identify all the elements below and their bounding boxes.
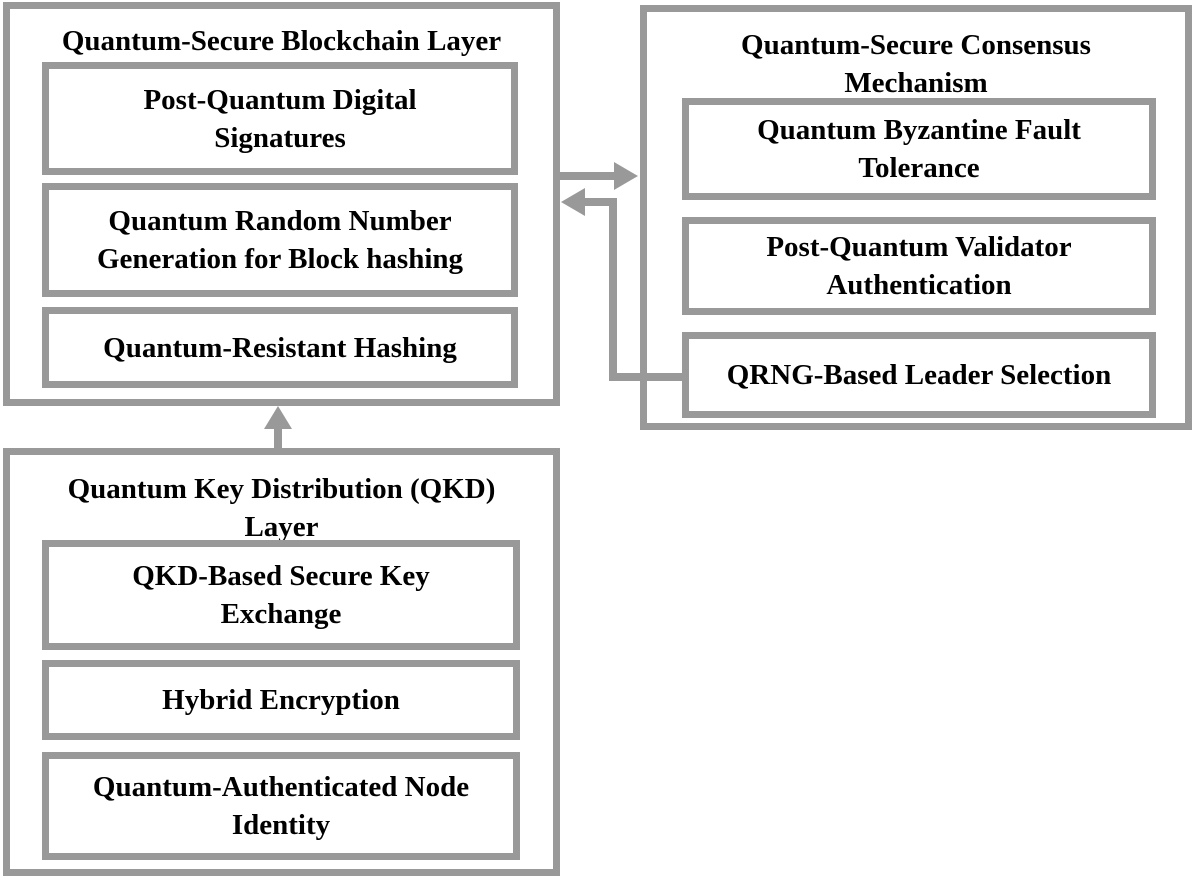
box-hybrid-encryption: Hybrid Encryption	[42, 660, 520, 740]
block-quantum-key-distribution-layer: Quantum Key Distribution (QKD) Layer QKD…	[3, 448, 560, 876]
box-label: Post-Quantum Validator Authentication	[766, 231, 1072, 301]
arrow-blockchain-to-consensus-icon	[560, 162, 638, 190]
box-label: QKD-Based Secure Key Exchange	[132, 560, 430, 630]
blockchain-layer-title: Quantum-Secure Blockchain Layer	[61, 25, 502, 57]
box-qrng-based-leader-selection: QRNG-Based Leader Selection	[682, 332, 1156, 418]
box-label: Quantum Byzantine Fault Tolerance	[757, 114, 1081, 184]
box-label: Quantum Random Number Generation for Blo…	[96, 205, 464, 275]
block-quantum-secure-consensus-mechanism: Quantum-Secure Consensus Mechanism Quant…	[640, 5, 1192, 430]
arrow-qkd-to-blockchain-icon	[264, 406, 292, 449]
box-label: Hybrid Encryption	[162, 684, 400, 716]
box-quantum-resistant-hashing: Quantum-Resistant Hashing	[42, 307, 518, 388]
box-label: Post-Quantum Digital Signatures	[143, 83, 417, 154]
block-quantum-secure-blockchain-layer: Quantum-Secure Blockchain Layer Post-Qua…	[3, 2, 560, 406]
box-quantum-random-number-generation: Quantum Random Number Generation for Blo…	[42, 183, 518, 297]
box-post-quantum-validator-authentication: Post-Quantum Validator Authentication	[682, 217, 1156, 315]
box-post-quantum-digital-signatures: Post-Quantum Digital Signatures	[42, 62, 518, 175]
box-label: Quantum-Resistant Hashing	[103, 331, 457, 364]
box-quantum-authenticated-node-identity: Quantum-Authenticated Node Identity	[42, 752, 520, 860]
box-qkd-based-secure-key-exchange: QKD-Based Secure Key Exchange	[42, 540, 520, 650]
box-quantum-byzantine-fault-tolerance: Quantum Byzantine Fault Tolerance	[682, 98, 1156, 200]
box-label: Quantum-Authenticated Node Identity	[92, 771, 470, 841]
box-label: QRNG-Based Leader Selection	[726, 359, 1112, 391]
qkd-layer-title: Quantum Key Distribution (QKD) Layer	[67, 473, 496, 543]
consensus-mechanism-title: Quantum-Secure Consensus Mechanism	[741, 29, 1091, 99]
